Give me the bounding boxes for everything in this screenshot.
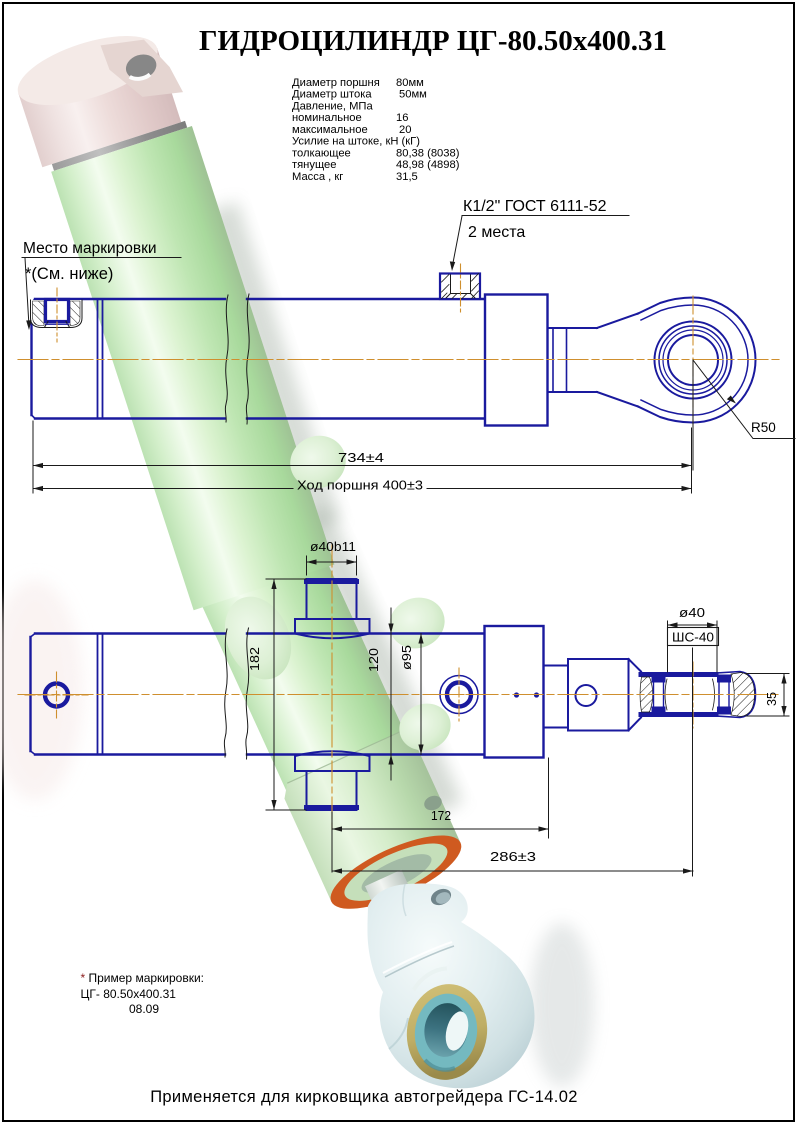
svg-text:48,98 (4898): 48,98 (4898) <box>396 159 460 171</box>
svg-text:Ход поршня 400±3: Ход поршня 400±3 <box>297 479 423 493</box>
svg-text:Диаметр поршня: Диаметр поршня <box>292 77 380 89</box>
svg-text:31,5: 31,5 <box>396 171 418 183</box>
svg-text:08.09: 08.09 <box>129 1002 159 1016</box>
svg-text:35: 35 <box>765 692 779 706</box>
svg-text:172: 172 <box>431 809 451 823</box>
svg-text:Давление, МПа: Давление, МПа <box>292 100 373 112</box>
svg-text:286±3: 286±3 <box>490 850 536 864</box>
svg-text:80мм: 80мм <box>396 77 424 89</box>
svg-text:182: 182 <box>248 647 262 671</box>
svg-text:120: 120 <box>367 648 381 672</box>
svg-text:номинальное: номинальное <box>292 112 362 124</box>
svg-text:Масса , кг: Масса , кг <box>292 171 343 183</box>
svg-text:ЦГ- 80.50х400.31: ЦГ- 80.50х400.31 <box>81 987 177 1001</box>
svg-text:ø40: ø40 <box>679 605 705 620</box>
svg-text:Диаметр штока: Диаметр штока <box>292 89 372 101</box>
svg-text:80,38 (8038): 80,38 (8038) <box>396 147 460 159</box>
svg-text:максимальное: максимальное <box>292 124 368 136</box>
svg-text:толкающее: толкающее <box>292 147 351 159</box>
svg-text:R50: R50 <box>751 420 776 435</box>
svg-text:*(См. ниже): *(См. ниже) <box>25 265 113 283</box>
svg-text:ø95: ø95 <box>400 645 414 670</box>
svg-text:ГИДРОЦИЛИНДР ЦГ-80.50х400.31: ГИДРОЦИЛИНДР ЦГ-80.50х400.31 <box>199 25 667 57</box>
svg-text:* Пример маркировки:: * Пример маркировки: <box>81 971 205 985</box>
svg-text:К1/2" ГОСТ 6111-52: К1/2" ГОСТ 6111-52 <box>463 198 607 215</box>
svg-text:2 места: 2 места <box>468 224 525 241</box>
svg-text:ШС-40: ШС-40 <box>672 631 714 645</box>
svg-text:734±4: 734±4 <box>338 451 384 465</box>
svg-text:16: 16 <box>396 112 408 124</box>
svg-text:50мм: 50мм <box>399 89 427 101</box>
svg-text:ø40b11: ø40b11 <box>310 540 356 554</box>
svg-text:Применяется для кирковщика авт: Применяется для кирковщика автогрейдера … <box>150 1088 578 1106</box>
svg-text:20: 20 <box>399 124 411 136</box>
svg-text:Усилие на штоке, кН (кГ): Усилие на штоке, кН (кГ) <box>292 136 420 148</box>
svg-text:тянущее: тянущее <box>292 159 336 171</box>
svg-text:Место маркировки: Место маркировки <box>23 240 157 257</box>
